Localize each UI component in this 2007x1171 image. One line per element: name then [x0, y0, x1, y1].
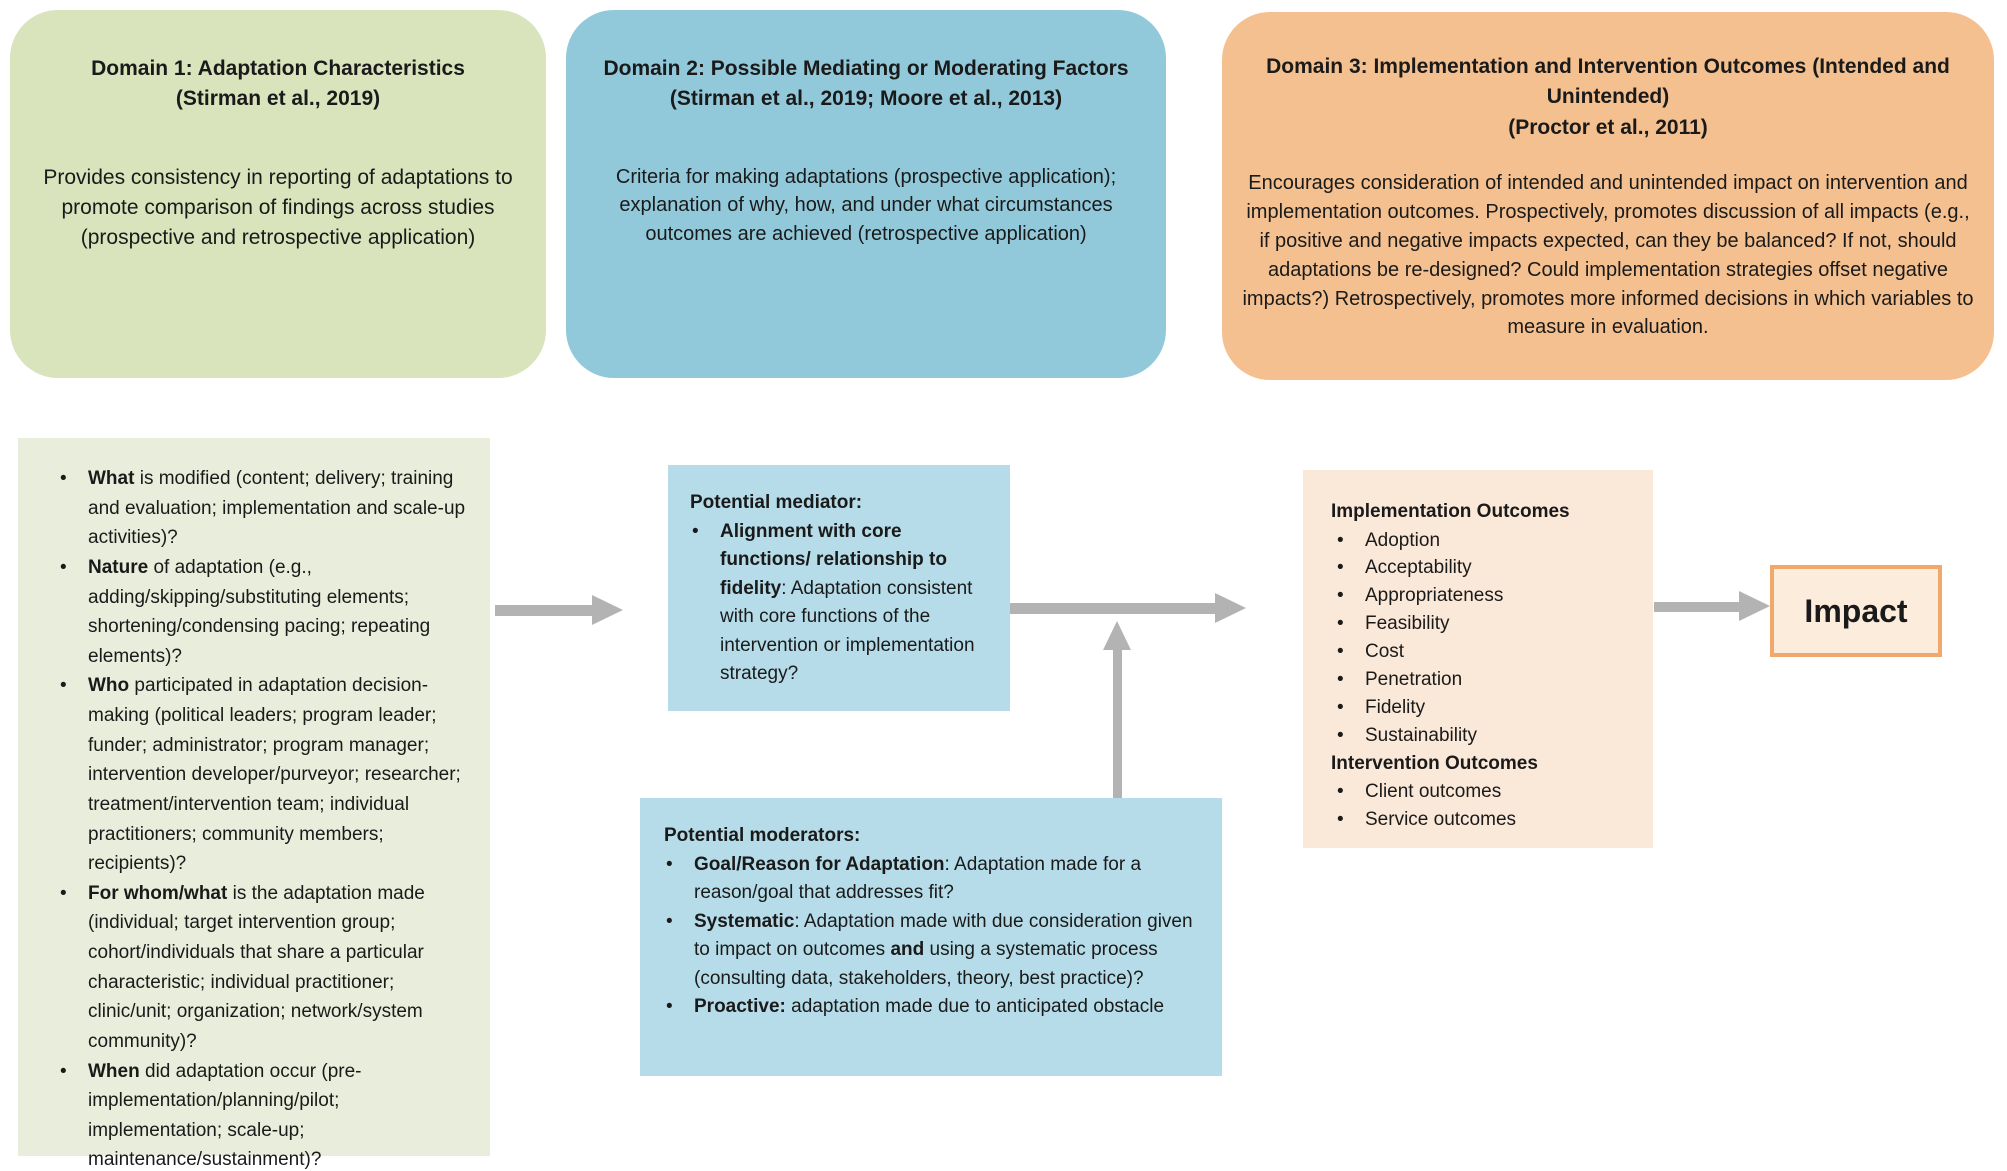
item-text: of adaptation (e.g., adding/skipping/sub… — [88, 556, 431, 667]
list-item: Systematic: Adaptation made with due con… — [664, 908, 1204, 994]
item-lead: Proactive: — [694, 996, 786, 1017]
adaptation-characteristics-list: What is modified (content; delivery; tra… — [58, 464, 474, 1171]
item-text: is modified (content; delivery; training… — [88, 468, 466, 549]
domain2-body: Criteria for making adaptations (prospec… — [615, 165, 1117, 245]
domain2-box: Domain 2: Possible Mediating or Moderati… — [566, 10, 1166, 378]
arrow-shaft — [1654, 602, 1740, 612]
list-item: Feasibility — [1331, 610, 1641, 638]
list-item: When did adaptation occur (pre-implement… — [58, 1057, 474, 1171]
item-bold-word: and — [890, 939, 925, 960]
impact-label: Impact — [1804, 592, 1908, 629]
implementation-outcomes-list: Adoption Acceptability Appropriateness F… — [1331, 527, 1641, 750]
list-item: Client outcomes — [1331, 778, 1641, 806]
item-text: : Adaptation consistent with core functi… — [720, 577, 975, 685]
arrow-head-up-icon — [1103, 621, 1131, 650]
list-item: Fidelity — [1331, 694, 1641, 722]
domain1-title: Domain 1: Adaptation Characteristics (St… — [10, 54, 546, 115]
outcomes-box: Implementation Outcomes Adoption Accepta… — [1303, 470, 1653, 848]
intervention-outcomes-heading: Intervention Outcomes — [1331, 752, 1538, 774]
arrow-shaft — [1113, 649, 1122, 798]
list-item: Cost — [1331, 638, 1641, 666]
item-text: : Adaptation made with due consideration… — [694, 910, 1193, 961]
list-item: Nature of adaptation (e.g., adding/skipp… — [58, 553, 474, 672]
arrow-head-right-icon — [1215, 593, 1246, 623]
item-lead: Alignment with core functions/ relations… — [720, 520, 947, 599]
item-lead: Systematic — [694, 910, 795, 932]
domain3-title-text: Domain 3: Implementation and Interventio… — [1266, 55, 1950, 109]
domain1-title-text: Domain 1: Adaptation Characteristics — [91, 57, 465, 80]
domain2-title: Domain 2: Possible Mediating or Moderati… — [566, 54, 1166, 115]
domain3-title: Domain 3: Implementation and Interventio… — [1222, 52, 1994, 143]
item-lead: When — [88, 1060, 140, 1082]
item-text: adaptation made due to anticipated obsta… — [785, 996, 1165, 1017]
item-lead: Goal/Reason for Adaptation — [694, 853, 945, 875]
domain2-title-text: Domain 2: Possible Mediating or Moderati… — [603, 57, 1129, 80]
domain1-box: Domain 1: Adaptation Characteristics (St… — [10, 10, 546, 378]
arrow-head-right-icon — [592, 595, 623, 625]
list-item: Goal/Reason for Adaptation: Adaptation m… — [664, 851, 1204, 908]
list-item: Adoption — [1331, 527, 1641, 555]
potential-moderators-heading: Potential moderators: — [664, 825, 861, 846]
list-item: What is modified (content; delivery; tra… — [58, 464, 474, 553]
item-lead: Nature — [88, 556, 149, 578]
list-item: For whom/what is the adaptation made (in… — [58, 879, 474, 1057]
item-lead: What — [88, 468, 135, 489]
item-lead: For whom/what — [88, 882, 228, 904]
list-item: Who participated in adaptation decision-… — [58, 671, 474, 878]
impact-box: Impact — [1770, 565, 1942, 657]
list-item: Sustainability — [1331, 722, 1641, 750]
list-item: Acceptability — [1331, 554, 1641, 582]
domain3-box: Domain 3: Implementation and Interventio… — [1222, 12, 1994, 380]
adaptation-characteristics-box: What is modified (content; delivery; tra… — [18, 438, 490, 1170]
list-item: Proactive: adaptation made due to antici… — [664, 993, 1204, 1022]
intervention-outcomes-list: Client outcomes Service outcomes — [1331, 778, 1641, 834]
domain3-body: Encourages consideration of intended and… — [1242, 172, 1974, 339]
domain2-citation: (Stirman et al., 2019; Moore et al., 201… — [669, 87, 1063, 111]
item-text: did adaptation occur (pre-implementation… — [88, 1060, 362, 1171]
domain1-body: Provides consistency in reporting of ada… — [43, 165, 513, 249]
domain1-citation: (Stirman et al., 2019) — [175, 87, 381, 111]
domain3-citation: (Proctor et al., 2011) — [1508, 115, 1708, 139]
potential-moderators-box: Potential moderators: Goal/Reason for Ad… — [640, 798, 1222, 1076]
list-item: Appropriateness — [1331, 582, 1641, 610]
arrow-head-right-icon — [1739, 591, 1770, 621]
potential-mediator-heading: Potential mediator: — [690, 492, 863, 513]
item-text: using a systematic process (consulting d… — [694, 939, 1158, 989]
list-item: Alignment with core functions/ relations… — [690, 518, 996, 689]
item-text: is the adaptation made (individual; targ… — [88, 882, 425, 1052]
list-item: Penetration — [1331, 666, 1641, 694]
list-item: Service outcomes — [1331, 806, 1641, 834]
arrow-shaft — [1010, 603, 1216, 614]
implementation-outcomes-heading: Implementation Outcomes — [1331, 501, 1570, 522]
item-text: participated in adaptation decision-maki… — [88, 675, 461, 875]
arrow-shaft — [495, 605, 593, 616]
potential-mediator-box: Potential mediator: Alignment with core … — [668, 465, 1010, 711]
item-text: : Adaptation made for a reason/goal that… — [694, 853, 1142, 904]
item-lead: Who — [88, 675, 130, 697]
potential-mediator-list: Alignment with core functions/ relations… — [690, 518, 996, 689]
potential-moderators-list: Goal/Reason for Adaptation: Adaptation m… — [664, 851, 1204, 1022]
